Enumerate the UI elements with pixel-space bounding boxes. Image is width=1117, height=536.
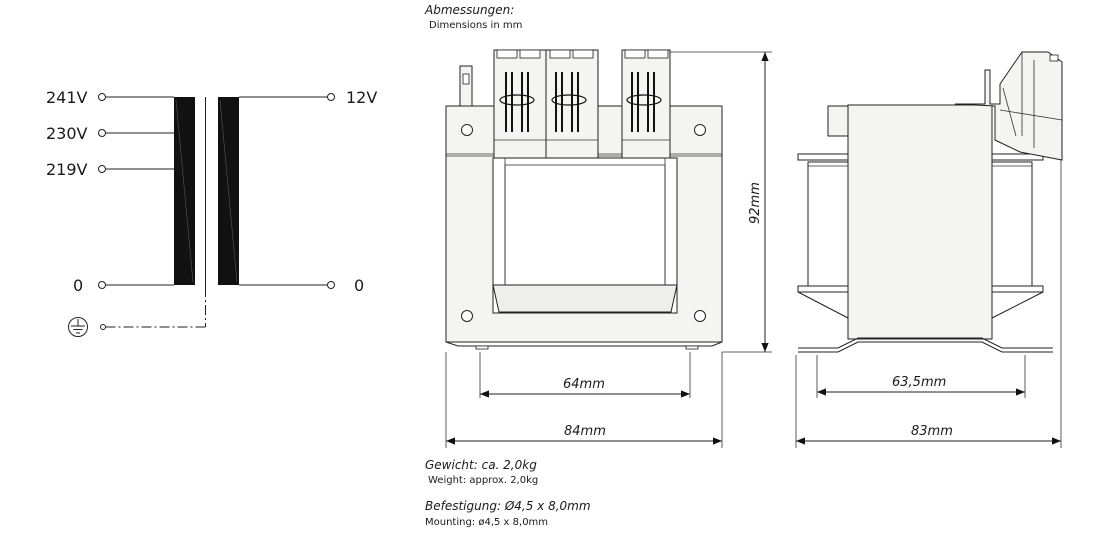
- primary-terminals: [98, 93, 174, 289]
- tap-label-219v: 219V: [46, 160, 88, 179]
- side-inner-width-label: 63,5mm: [892, 375, 946, 390]
- height-label: 92mm: [748, 182, 763, 224]
- front-outer-width-label: 84mm: [564, 424, 606, 439]
- primary-zero-label: 0: [73, 276, 83, 295]
- terminal-primary-0: [98, 281, 106, 289]
- dimensions-header-de: Abmessungen:: [424, 3, 514, 17]
- secondary-12v-label: 12V: [346, 88, 377, 107]
- front-view: 92mm 64mm 84mm: [445, 49, 772, 448]
- terminal-219v: [98, 165, 106, 173]
- side-view: 63,5mm 83mm: [795, 51, 1063, 448]
- dimensions-header-en: Dimensions in mm: [429, 20, 522, 31]
- secondary-zero-label: 0: [354, 276, 364, 295]
- protective-earth-icon: [68, 317, 88, 337]
- mounting-en: Mounting: ø4,5 x 8,0mm: [425, 517, 548, 528]
- terminal-230v: [98, 129, 106, 137]
- mounting-de: Befestigung: Ø4,5 x 8,0mm: [425, 499, 591, 513]
- terminal-241v: [98, 93, 106, 101]
- terminal-12v: [327, 93, 335, 101]
- side-outer-width-label: 83mm: [911, 424, 953, 439]
- weight-en: Weight: approx. 2,0kg: [428, 475, 538, 486]
- terminal-block-2: [621, 49, 671, 159]
- front-inner-width-label: 64mm: [563, 377, 605, 392]
- transformer-schematic: 241V 230V 219V 0 12V 0: [46, 88, 377, 337]
- tap-label-230v: 230V: [46, 124, 88, 143]
- weight-de: Gewicht: ca. 2,0kg: [425, 458, 537, 472]
- secondary-terminals: [239, 93, 335, 289]
- terminal-secondary-0: [327, 281, 335, 289]
- side-terminal-assembly: [954, 51, 1063, 161]
- tap-label-241v: 241V: [46, 88, 88, 107]
- spec-notes: Gewicht: ca. 2,0kg Weight: approx. 2,0kg…: [425, 458, 591, 528]
- terminal-block-1: [493, 49, 599, 159]
